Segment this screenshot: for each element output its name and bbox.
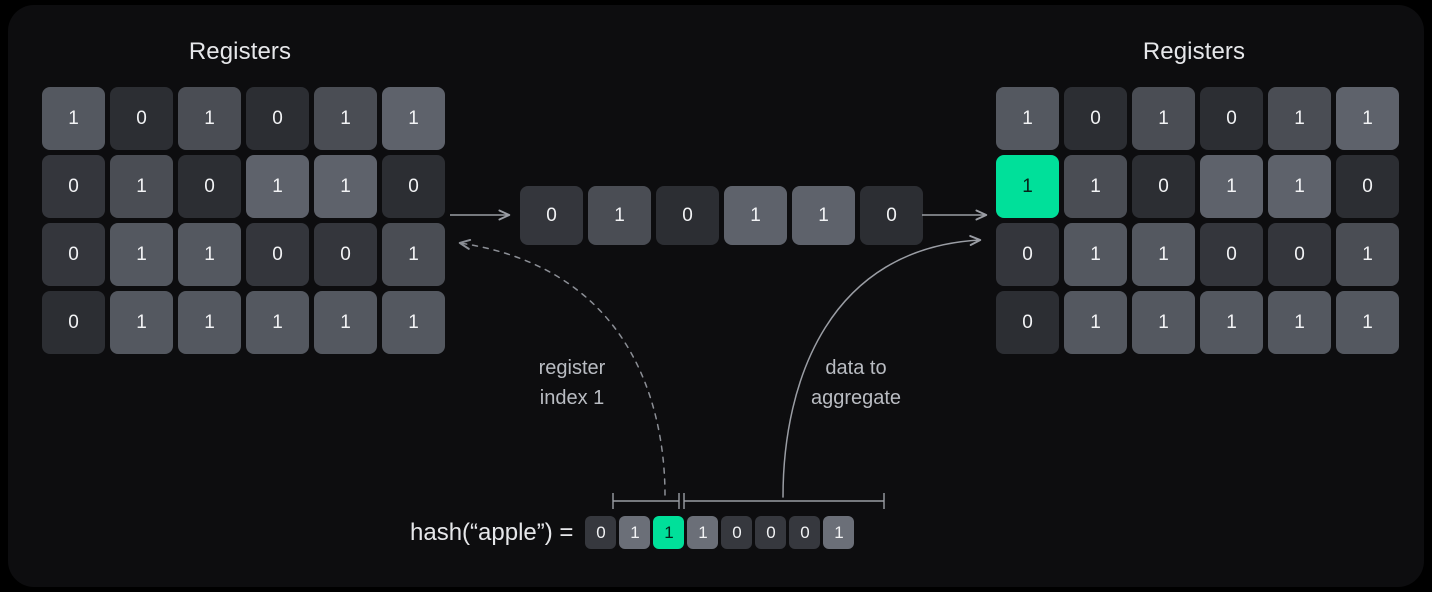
selected-register-cell[interactable]: 1 [724,186,787,245]
register-left-cell[interactable]: 0 [42,155,105,218]
register-right-cell[interactable]: 0 [1064,87,1127,150]
register-right-cell[interactable]: 1 [1132,87,1195,150]
register-left-cell[interactable]: 1 [110,155,173,218]
selected-register-cell[interactable]: 1 [588,186,651,245]
register-right-cell[interactable]: 0 [1200,87,1263,150]
register-left-cell[interactable]: 1 [246,155,309,218]
register-right-cell[interactable]: 1 [1132,223,1195,286]
register-right-cell[interactable]: 1 [1268,291,1331,354]
register-right-cell[interactable]: 1 [996,87,1059,150]
register-right-cell-highlighted[interactable]: 1 [996,155,1059,218]
register-right-cell[interactable]: 1 [1200,291,1263,354]
register-left-cell[interactable]: 1 [42,87,105,150]
register-left-cell[interactable]: 0 [382,155,445,218]
hash-bit[interactable]: 1 [823,516,855,549]
hash-bit[interactable]: 0 [585,516,617,549]
register-left-cell[interactable]: 0 [314,223,377,286]
register-left-cell[interactable]: 1 [314,291,377,354]
selected-register-cell[interactable]: 0 [860,186,923,245]
register-right-cell[interactable]: 0 [996,291,1059,354]
register-left-cell[interactable]: 0 [42,291,105,354]
register-left-cell[interactable]: 0 [178,155,241,218]
register-index-label: register index 1 [538,357,606,409]
register-right-cell[interactable]: 0 [1268,223,1331,286]
register-right-cell[interactable]: 0 [1336,155,1399,218]
register-right-cell[interactable]: 0 [1200,223,1263,286]
register-right-cell[interactable]: 1 [1132,291,1195,354]
hash-bit[interactable]: 1 [687,516,719,549]
register-left-cell[interactable]: 1 [382,291,445,354]
hash-bit[interactable]: 0 [755,516,787,549]
register-left-cell[interactable]: 1 [178,223,241,286]
register-left-cell[interactable]: 1 [110,223,173,286]
register-right-cell[interactable]: 1 [1336,87,1399,150]
register-right-cell[interactable]: 1 [1336,291,1399,354]
register-right-cell[interactable]: 0 [996,223,1059,286]
register-right-cell[interactable]: 1 [1336,223,1399,286]
register-left-cell[interactable]: 1 [382,223,445,286]
register-right-cell[interactable]: 1 [1200,155,1263,218]
selected-register-cell[interactable]: 0 [520,186,583,245]
hash-bit[interactable]: 0 [721,516,753,549]
register-left-cell[interactable]: 0 [110,87,173,150]
hash-bit[interactable]: 0 [789,516,821,549]
hash-label: hash(“apple”) = [410,518,574,546]
register-left-cell[interactable]: 1 [314,155,377,218]
selected-register-cell[interactable]: 1 [792,186,855,245]
register-right-cell[interactable]: 1 [1268,87,1331,150]
register-left-cell[interactable]: 1 [178,87,241,150]
register-left-cell[interactable]: 0 [42,223,105,286]
register-left-cell[interactable]: 1 [382,87,445,150]
register-left-cell[interactable]: 0 [246,87,309,150]
register-right-cell[interactable]: 1 [1064,223,1127,286]
register-left-cell[interactable]: 0 [246,223,309,286]
data-to-aggregate-label: data to aggregate [810,357,902,409]
hash-bit-highlighted[interactable]: 1 [653,516,685,549]
register-left-cell[interactable]: 1 [314,87,377,150]
register-right-cell[interactable]: 0 [1132,155,1195,218]
register-right-cell[interactable]: 1 [1064,291,1127,354]
register-right-cell[interactable]: 1 [1268,155,1331,218]
selected-register-cell[interactable]: 0 [656,186,719,245]
register-left-cell[interactable]: 1 [178,291,241,354]
registers-right-title: Registers [1142,38,1246,65]
register-right-cell[interactable]: 1 [1064,155,1127,218]
register-left-cell[interactable]: 1 [110,291,173,354]
register-left-cell[interactable]: 1 [246,291,309,354]
registers-left-title: Registers [188,38,292,65]
hash-bit[interactable]: 1 [619,516,651,549]
